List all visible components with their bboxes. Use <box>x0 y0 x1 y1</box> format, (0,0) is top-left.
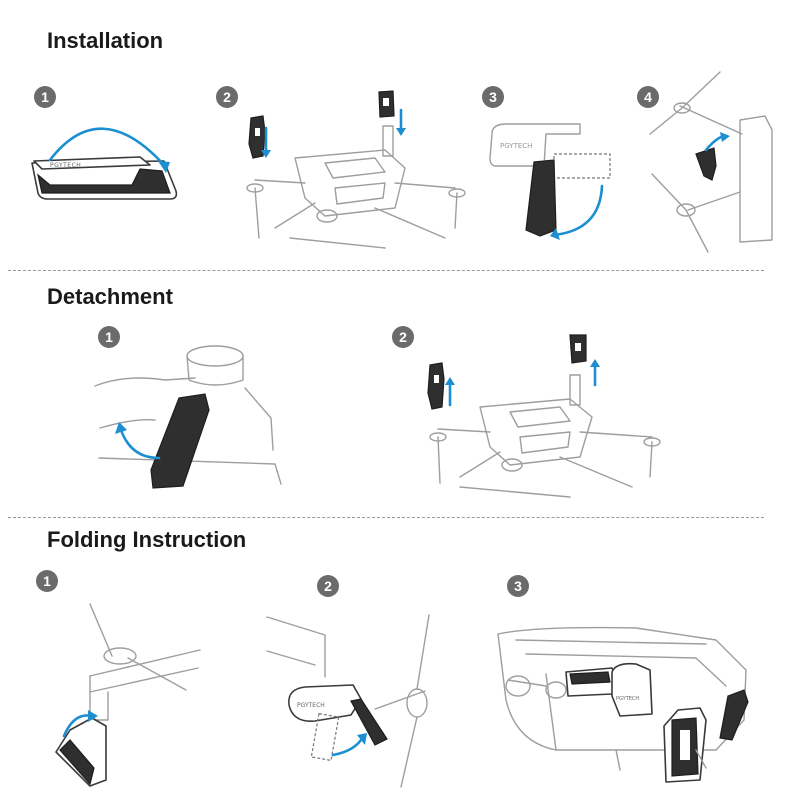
installation-step-2-illustration <box>246 90 466 249</box>
folded-position-outline <box>553 153 611 179</box>
extension-brand-logo: PGYTECH <box>297 702 325 709</box>
extension-piece <box>611 662 653 717</box>
clip-dark-piece <box>350 698 388 746</box>
installation-step-3-illustration: PGYTECH <box>489 123 611 240</box>
drone-outline <box>497 626 747 751</box>
extension-brand-logo: PGYTECH <box>616 696 639 702</box>
installation-heading: Installation <box>47 28 164 53</box>
arrow-icon <box>48 127 166 167</box>
extension-brand-logo: PGYTECH <box>50 162 81 169</box>
detachment-step-1-badge: 1 <box>98 326 120 348</box>
leg-extension <box>427 362 445 410</box>
extension-top-outline <box>489 123 581 167</box>
installation-step-1-illustration: PGYTECH <box>31 127 178 200</box>
installation-step-2-badge: 2 <box>216 86 238 108</box>
installation-step-4-illustration <box>649 71 773 253</box>
detachment-step-2-illustration <box>427 334 661 498</box>
detachment-step-2-badge: 2 <box>392 326 414 348</box>
detachment-heading: Detachment <box>47 284 173 309</box>
leg-extension <box>719 689 749 741</box>
extension-brand-logo: PGYTECH <box>500 142 532 150</box>
camera-gimbal <box>505 675 531 697</box>
motor-outline <box>186 345 244 367</box>
installation-step-3-badge: 3 <box>482 86 504 108</box>
drone-outline <box>294 149 406 217</box>
leg-extension <box>150 393 210 489</box>
folding-step-3-illustration: PGYTECH <box>497 626 749 783</box>
detachment-step-1-illustration <box>94 345 282 489</box>
folding-step-2-badge: 2 <box>317 575 339 597</box>
drone-outline <box>739 115 773 243</box>
extension-rubber-pad <box>37 168 171 194</box>
arrow-icon <box>119 428 161 460</box>
leg-extension <box>248 115 266 159</box>
installation-step-1-badge: 1 <box>34 86 56 108</box>
arrow-icon <box>552 184 604 237</box>
folding-instruction-heading: Folding Instruction <box>47 527 247 552</box>
folding-step-1-illustration <box>55 603 201 787</box>
section-divider <box>8 517 764 518</box>
small-clip-piece <box>695 147 717 181</box>
clip-dark-piece <box>525 159 557 237</box>
section-divider <box>8 270 764 271</box>
folding-step-2-illustration: PGYTECH <box>266 614 430 788</box>
folding-step-1-badge: 1 <box>36 570 58 592</box>
folding-step-3-badge: 3 <box>507 575 529 597</box>
extension-top <box>33 156 151 170</box>
arrow-head-icon <box>158 161 170 173</box>
installation-step-4-badge: 4 <box>637 86 659 108</box>
arrow-icon <box>331 735 365 757</box>
